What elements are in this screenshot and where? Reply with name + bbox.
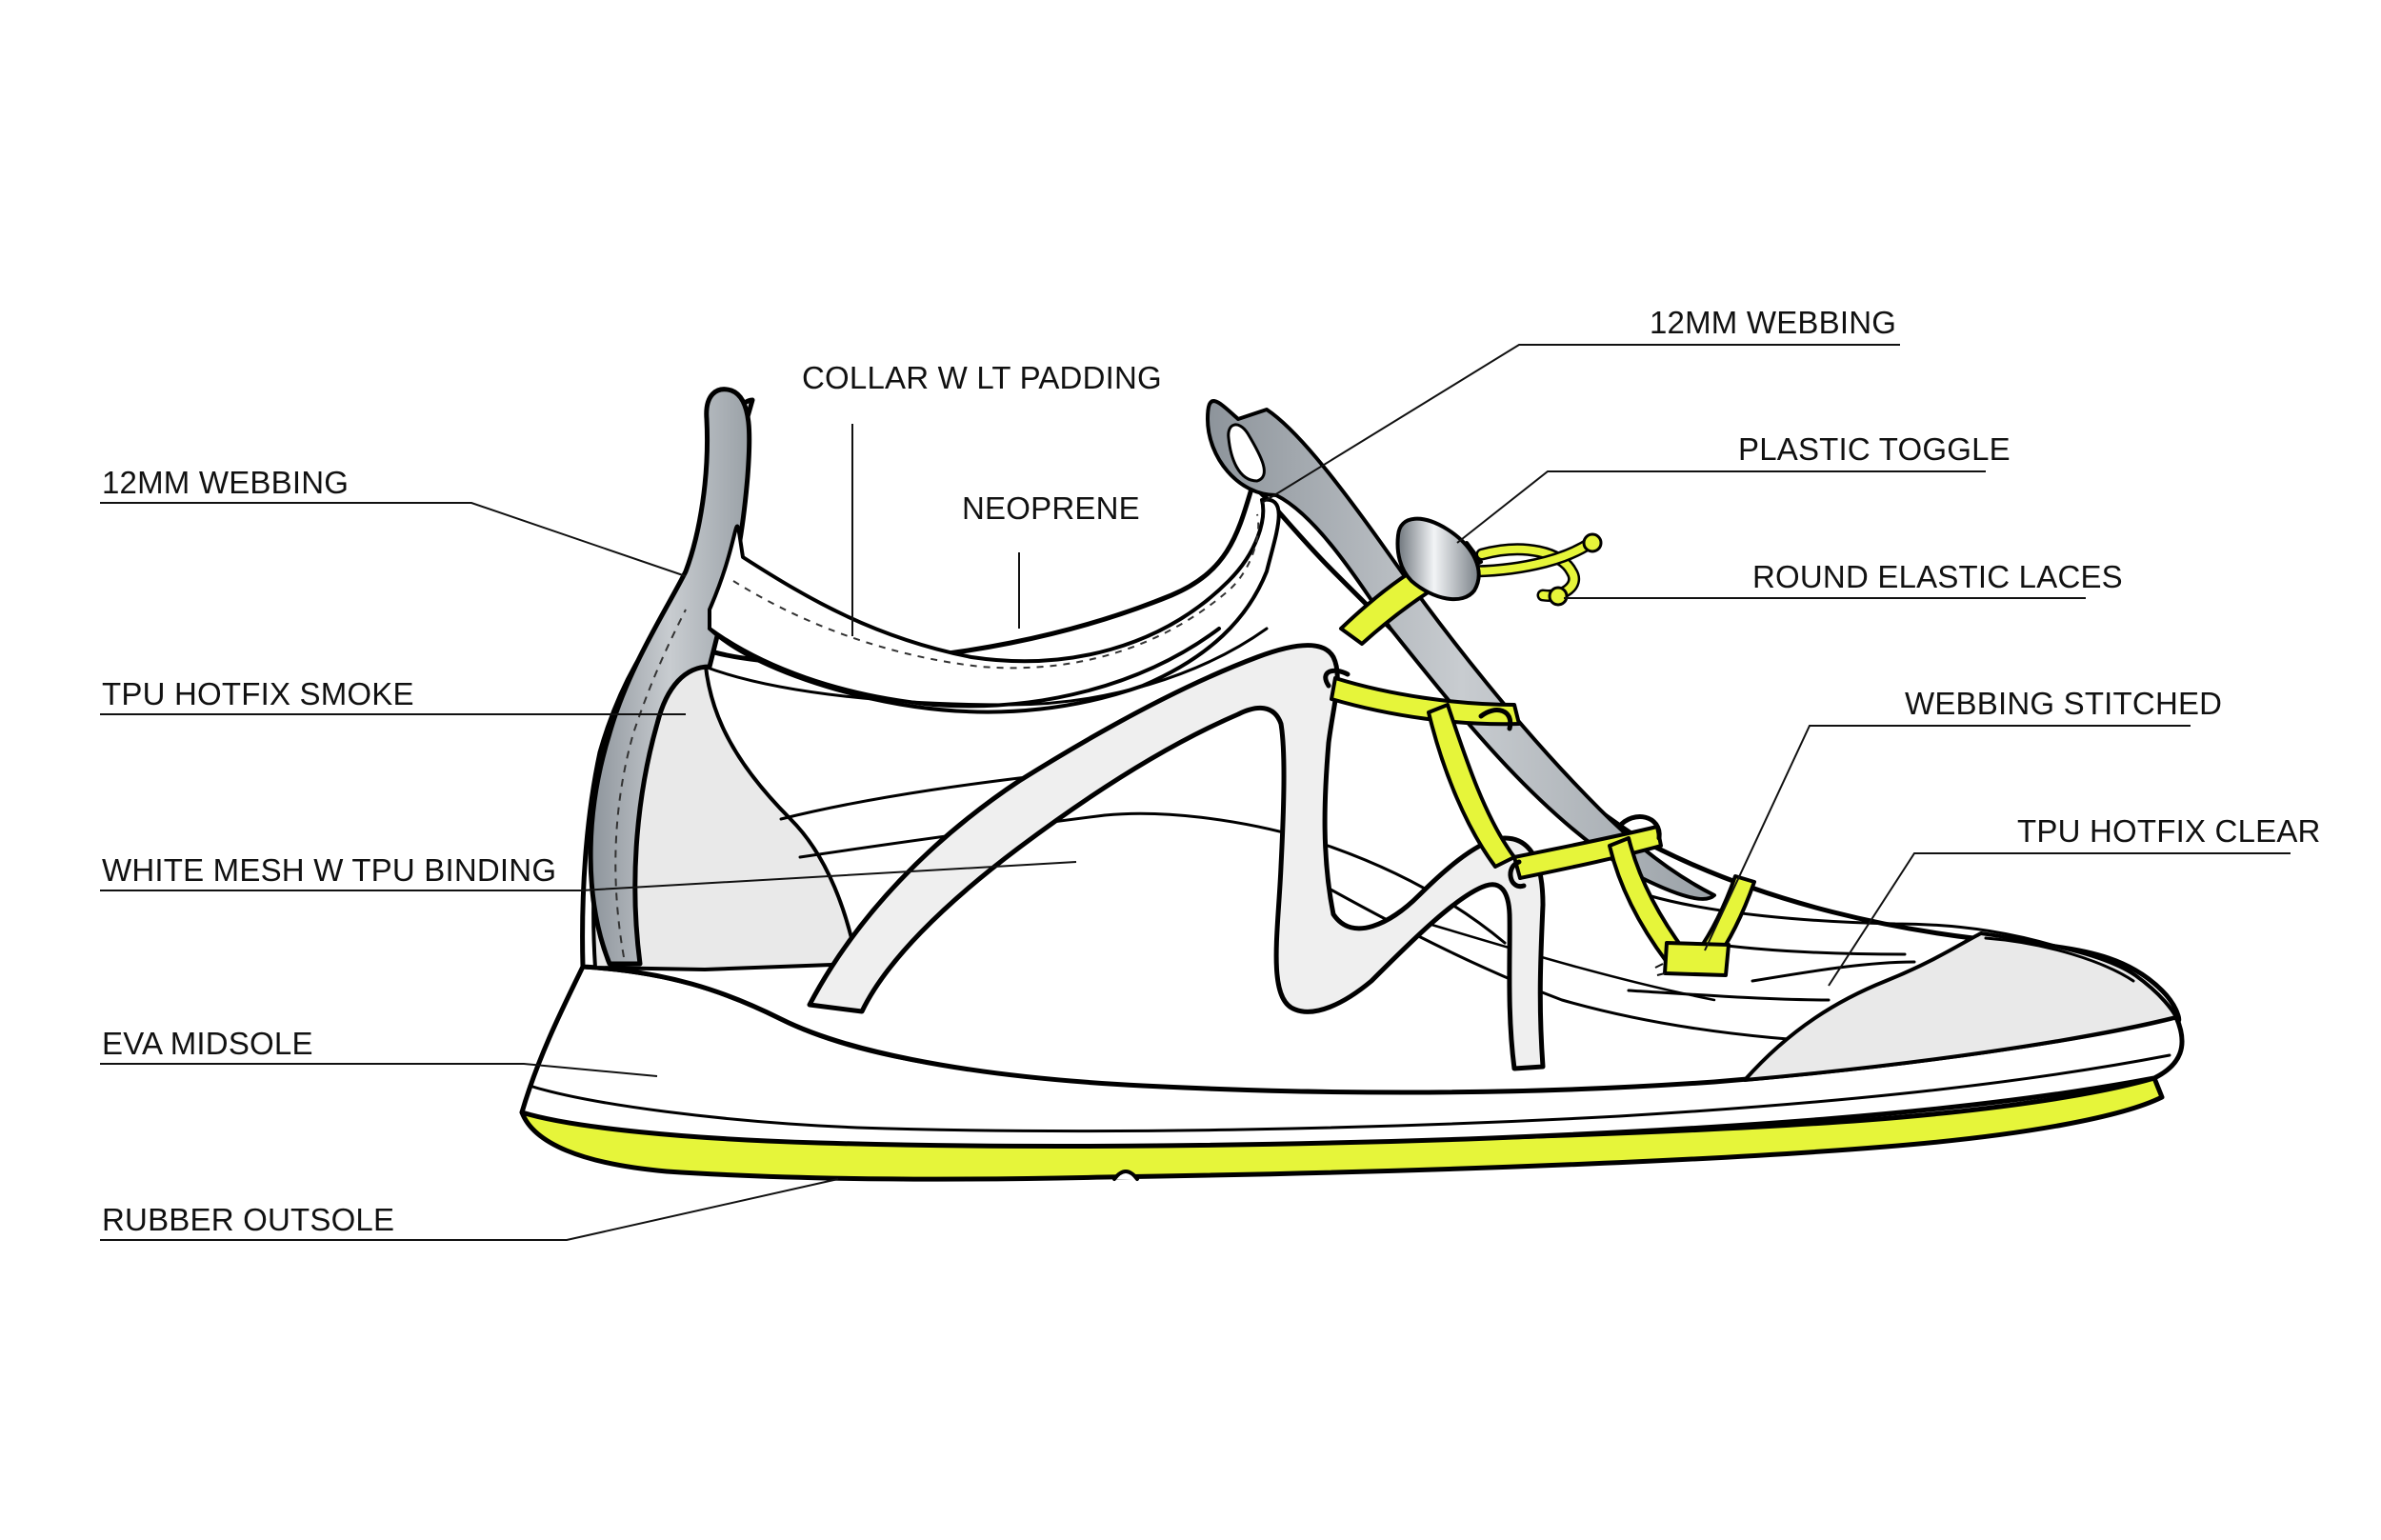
leader-webbing-left [100, 502, 687, 577]
callout-labels: 12MM WEBBING TPU HOTFIX SMOKE WHITE MESH… [102, 305, 2321, 1237]
midsole-inner-line [528, 1053, 2171, 1133]
eyelet-loop-4 [1508, 859, 1527, 890]
label-eva-midsole: EVA MIDSOLE [102, 1026, 313, 1061]
leader-rubber-outsole [100, 1178, 839, 1241]
vamp-stripe-3 [1751, 960, 1916, 983]
label-round-elastic-laces: ROUND ELASTIC LACES [1752, 559, 2123, 594]
outsole-notch [1112, 1170, 1139, 1181]
leader-plastic-toggle [1456, 470, 1986, 544]
webbing-stitched-marks [1654, 963, 1666, 976]
heel-webbing-loop [588, 387, 752, 967]
label-tpu-hotfix-smoke: TPU HOTFIX SMOKE [102, 676, 414, 711]
toe-seam [1984, 936, 2135, 983]
eyelet-loop-2 [1478, 708, 1513, 731]
webbing-stitched-tab [1663, 941, 1731, 977]
tpu-frame-shape [807, 643, 1546, 1071]
label-tpu-hotfix-clear: TPU HOTFIX CLEAR [2017, 813, 2321, 849]
mesh-line-1 [703, 627, 1269, 707]
leader-white-mesh [100, 861, 1077, 891]
label-white-mesh: WHITE MESH W TPU BINDING [102, 852, 556, 888]
label-collar-padding: COLLAR W LT PADDING [802, 360, 1162, 395]
leader-eva-midsole [100, 1063, 658, 1077]
collar-padding-shape [708, 497, 1281, 714]
label-rubber-outsole: RUBBER OUTSOLE [102, 1202, 394, 1237]
leader-webbing-right [1261, 344, 1900, 504]
vamp-stripe-1 [1646, 893, 2078, 954]
leader-lines [100, 344, 2291, 1241]
label-neoprene: NEOPRENE [962, 490, 1140, 526]
heel-webbing-stitch [614, 609, 687, 958]
label-webbing-left: 12MM WEBBING [102, 465, 349, 500]
vamp-stripe-4 [1627, 989, 1831, 1002]
eyelet-loop-3 [1616, 814, 1662, 841]
leader-tpu-hotfix-clear [1828, 852, 2291, 987]
collar-inner-line [708, 627, 1221, 709]
label-plastic-toggle: PLASTIC TOGGLE [1738, 431, 2011, 467]
plastic-toggle-shape [1395, 516, 1481, 602]
leader-webbing-stitched [1704, 725, 2191, 951]
tpu-clear-toe-cap [1743, 931, 2178, 1082]
eyelet-loop-1 [1323, 668, 1351, 689]
label-webbing-stitched: WEBBING STITCHED [1905, 686, 2222, 721]
label-webbing-right: 12MM WEBBING [1650, 305, 1896, 340]
lace-webbing-loop-hole [1227, 423, 1266, 483]
shoe-illustration [519, 387, 2185, 1182]
